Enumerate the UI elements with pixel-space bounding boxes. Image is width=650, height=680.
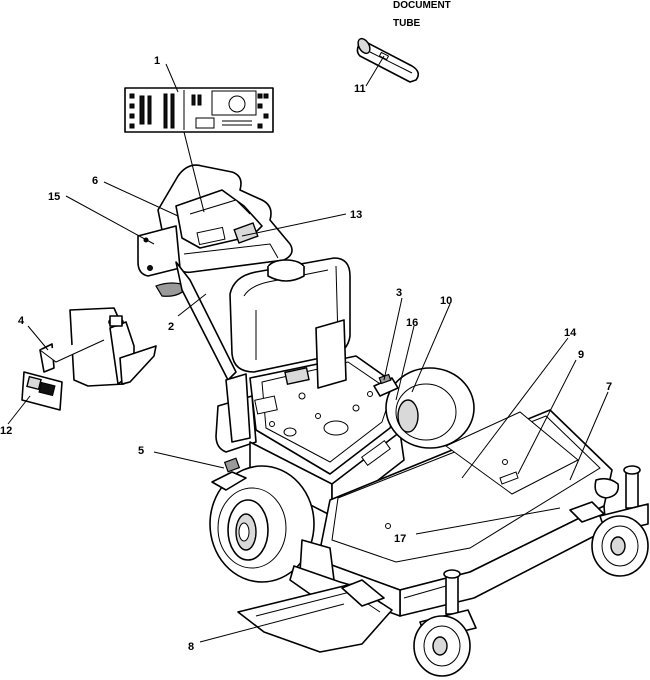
brake-lever bbox=[373, 373, 399, 397]
leader-8 bbox=[199, 603, 345, 643]
callout-14: 14 bbox=[564, 327, 577, 339]
leader-10 bbox=[411, 303, 451, 393]
leader-15 bbox=[65, 195, 155, 245]
control-decal bbox=[124, 87, 274, 133]
handlebar-assembly bbox=[137, 164, 293, 381]
leader-12 bbox=[7, 395, 31, 425]
leader-17 bbox=[415, 507, 561, 535]
callout-11: 11 bbox=[354, 83, 366, 95]
hitch-plate-decal bbox=[21, 307, 157, 411]
callout-6: 6 bbox=[92, 175, 98, 187]
leader-7 bbox=[569, 391, 609, 481]
callout-3: 3 bbox=[396, 287, 402, 299]
front-left-caster bbox=[403, 569, 477, 677]
callout-1: 1 bbox=[154, 55, 160, 67]
document-tube bbox=[356, 37, 420, 83]
leader-2 bbox=[177, 293, 207, 317]
document-tube-label-line2: TUBE bbox=[393, 18, 421, 29]
leader-1b bbox=[183, 131, 205, 213]
leader-11 bbox=[365, 55, 385, 87]
callout-5: 5 bbox=[138, 445, 144, 457]
callout-16: 16 bbox=[406, 317, 418, 329]
leader-6 bbox=[103, 181, 179, 217]
leader-4 bbox=[27, 325, 49, 351]
right-rear-wheel bbox=[385, 367, 475, 449]
leader-5 bbox=[153, 451, 225, 469]
callout-10: 10 bbox=[440, 295, 452, 307]
chassis-frame bbox=[215, 319, 405, 517]
callout-15: 15 bbox=[48, 191, 60, 203]
callout-12: 12 bbox=[0, 425, 12, 437]
callout-17: 17 bbox=[394, 533, 406, 545]
leader-14 bbox=[461, 337, 569, 479]
callout-4: 4 bbox=[18, 315, 25, 327]
callout-13: 13 bbox=[350, 209, 362, 221]
leader-13 bbox=[241, 213, 347, 237]
deck-front-ramp bbox=[237, 579, 393, 653]
callout-9: 9 bbox=[578, 349, 584, 361]
front-right-caster bbox=[569, 465, 649, 577]
leader-3 bbox=[383, 297, 403, 381]
leader-16 bbox=[395, 325, 415, 401]
callout-2: 2 bbox=[168, 321, 174, 333]
callout-8: 8 bbox=[188, 641, 194, 653]
left-rear-wheel bbox=[209, 465, 315, 583]
parking-brake-handle bbox=[211, 457, 247, 491]
leader-1 bbox=[165, 63, 179, 93]
leader-9 bbox=[517, 359, 577, 475]
callout-7: 7 bbox=[606, 381, 612, 393]
document-tube-label-line1: DOCUMENT bbox=[393, 0, 451, 11]
